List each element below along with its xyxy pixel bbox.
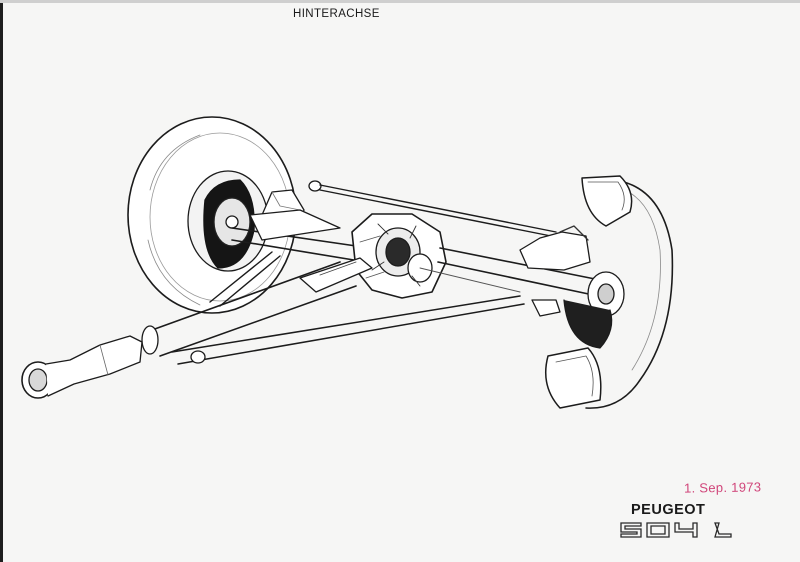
torque-tube [141, 257, 373, 357]
trailing-arms [171, 251, 525, 365]
differential-housing [351, 213, 447, 299]
right-wheel [545, 175, 674, 409]
panhard-rod [308, 180, 557, 238]
left-axle-tube [231, 209, 371, 263]
right-hub-brake [519, 225, 625, 349]
right-axle-tube [419, 247, 601, 297]
page-title: HINTERACHSE [293, 8, 380, 20]
propshaft-coupling [21, 335, 143, 399]
brand-name: PEUGEOT [631, 502, 706, 518]
date-stamp: 1. Sep. 1973 [683, 479, 762, 496]
model-logo [620, 522, 732, 538]
